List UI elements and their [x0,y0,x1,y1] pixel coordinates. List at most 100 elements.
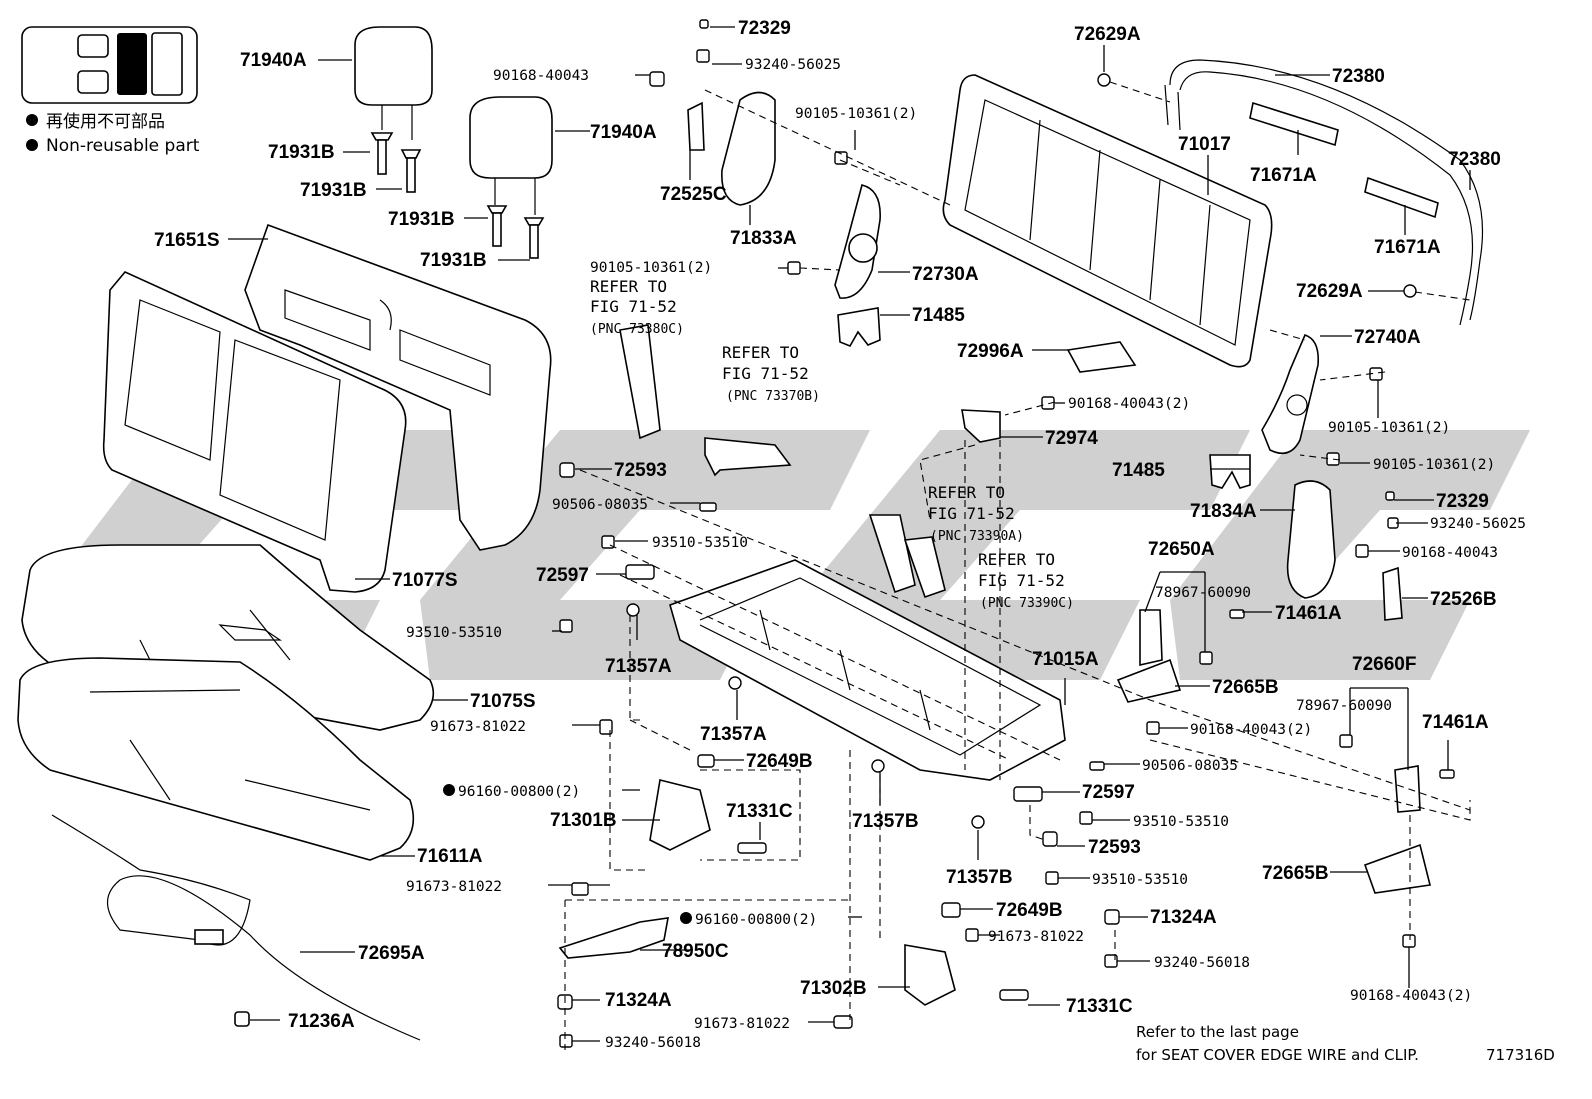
part-label: 72649B [996,900,1063,921]
part-labels: 71940A 71940A 71931B 71931B 71931B 71931… [154,18,1526,1051]
fasteners [557,19,1455,1048]
part-label: 71461A [1422,712,1489,733]
release-cable [51,814,421,1041]
part-label: 71833A [730,228,797,249]
seatbelt-buckles [619,324,946,599]
bracket-72974 [961,409,1001,443]
part-label: 72329 [1436,491,1489,512]
part-label: 71940A [240,50,307,71]
part-label: 71357A [605,656,672,677]
part-label: 72380 [1448,149,1501,170]
part-label: 72525C [660,184,727,205]
part-label: 71331C [726,801,793,822]
part-label: 93240-56025 [745,57,841,73]
plates-72665b [1116,658,1431,894]
part-label: 90105-10361(2) [1373,457,1495,473]
part-label: 72996A [957,341,1024,362]
part-label: 71357A [700,724,767,745]
part-label: 72597 [1082,782,1135,803]
part-label: 72597 [536,565,589,586]
legend: 再使用不可部品 Non-reusable part [26,111,200,156]
part-label: 71077S [392,570,458,591]
part-label: 90168-40043(2) [1350,988,1472,1004]
part-label: 72660F [1352,654,1416,675]
part-label: 71331C [1066,996,1133,1017]
part-label: 72740A [1354,327,1421,348]
svg-text:FIG 71-52: FIG 71-52 [722,364,809,383]
svg-text:(PNC 73390C): (PNC 73390C) [980,596,1074,611]
reference-note-73370b: REFER TO FIG 71-52 (PNC 73370B) [722,343,820,404]
part-label: 71461A [1275,603,1342,624]
svg-text:REFER TO: REFER TO [590,277,667,296]
part-label: 71671A [1374,237,1441,258]
part-label: 90506-08035 [1142,758,1238,774]
part-label: 72974 [1045,428,1098,449]
strap-78950c [558,917,669,959]
svg-text:(PNC 73390A): (PNC 73390A) [930,529,1024,544]
seat-position-icon [21,26,198,104]
part-label: 71651S [154,230,220,251]
legend-jp: 再使用不可部品 [46,111,165,132]
part-label: 93510-53510 [406,625,502,641]
svg-text:REFER TO: REFER TO [722,343,799,362]
part-label: 90168-40043 [493,68,589,84]
part-label: 71834A [1190,501,1257,522]
figure-code: 717316D [1486,1046,1555,1064]
seatback-cover-front [102,271,407,593]
part-label: 96160-00800(2) [458,784,580,800]
part-label: 96160-00800(2) [695,912,817,928]
pad-72996a [1066,341,1137,373]
non-reusable-bullet-icon [26,114,38,126]
part-label: 71611A [417,846,483,867]
seatback-wires [1164,59,1484,326]
part-label: 90506-08035 [552,497,648,513]
part-label: 91673-81022 [430,719,526,735]
pads-71485 [837,307,1251,489]
part-label: 71302B [800,978,867,999]
part-label: 90105-10361(2) [590,260,712,276]
part-label: 71324A [605,990,672,1011]
part-label: 72649B [746,751,813,772]
part-label: 93510-53510 [1133,814,1229,830]
legend-en: Non-reusable part [46,136,200,156]
part-label: 71931B [388,209,455,230]
svg-text:FIG 71-52: FIG 71-52 [928,504,1015,523]
part-label: 72329 [738,18,791,39]
part-label: 93240-56018 [605,1035,701,1051]
part-label: 90168-40043 [1402,545,1498,561]
part-label: 93240-56018 [1154,955,1250,971]
part-label: 71075S [470,691,536,712]
seatback-cover-rear [244,223,552,551]
reference-notes: REFER TO FIG 71-52 (PNC 73380C) REFER TO… [590,277,1074,611]
part-label: 93510-53510 [652,535,748,551]
lock-brackets [649,609,1421,1006]
headrest-support-group [370,132,545,259]
seatback-frame [942,74,1273,368]
leader-lines [228,26,1471,1042]
part-label: 72629A [1074,24,1141,45]
svg-text:FIG 71-52: FIG 71-52 [590,297,677,316]
part-label: 71236A [288,1011,355,1032]
svg-text:REFER TO: REFER TO [928,483,1005,502]
part-label: 71485 [912,305,965,326]
part-label: 71301B [550,810,617,831]
reference-note-73390c: REFER TO FIG 71-52 (PNC 73390C) [978,550,1074,611]
part-label: 72730A [912,264,979,285]
part-label: 71485 [1112,460,1165,481]
part-label: 78967-60090 [1155,585,1251,601]
svg-text:(PNC 73380C): (PNC 73380C) [590,322,684,337]
part-label: 71931B [420,250,487,271]
part-label: 91673-81022 [406,879,502,895]
svg-text:REFER TO: REFER TO [978,550,1055,569]
reference-note-73390a: REFER TO FIG 71-52 (PNC 73390A) [928,483,1024,544]
part-label: 78967-60090 [1296,698,1392,714]
part-label: 72526B [1430,589,1497,610]
headrest-lower [469,96,553,215]
part-label: 72650A [1148,539,1215,560]
non-reusable-bullet-icon [443,784,455,796]
part-label: 71357B [852,811,919,832]
part-label: 71671A [1250,165,1317,186]
part-label: 91673-81022 [988,929,1084,945]
part-label: 72593 [1088,837,1141,858]
